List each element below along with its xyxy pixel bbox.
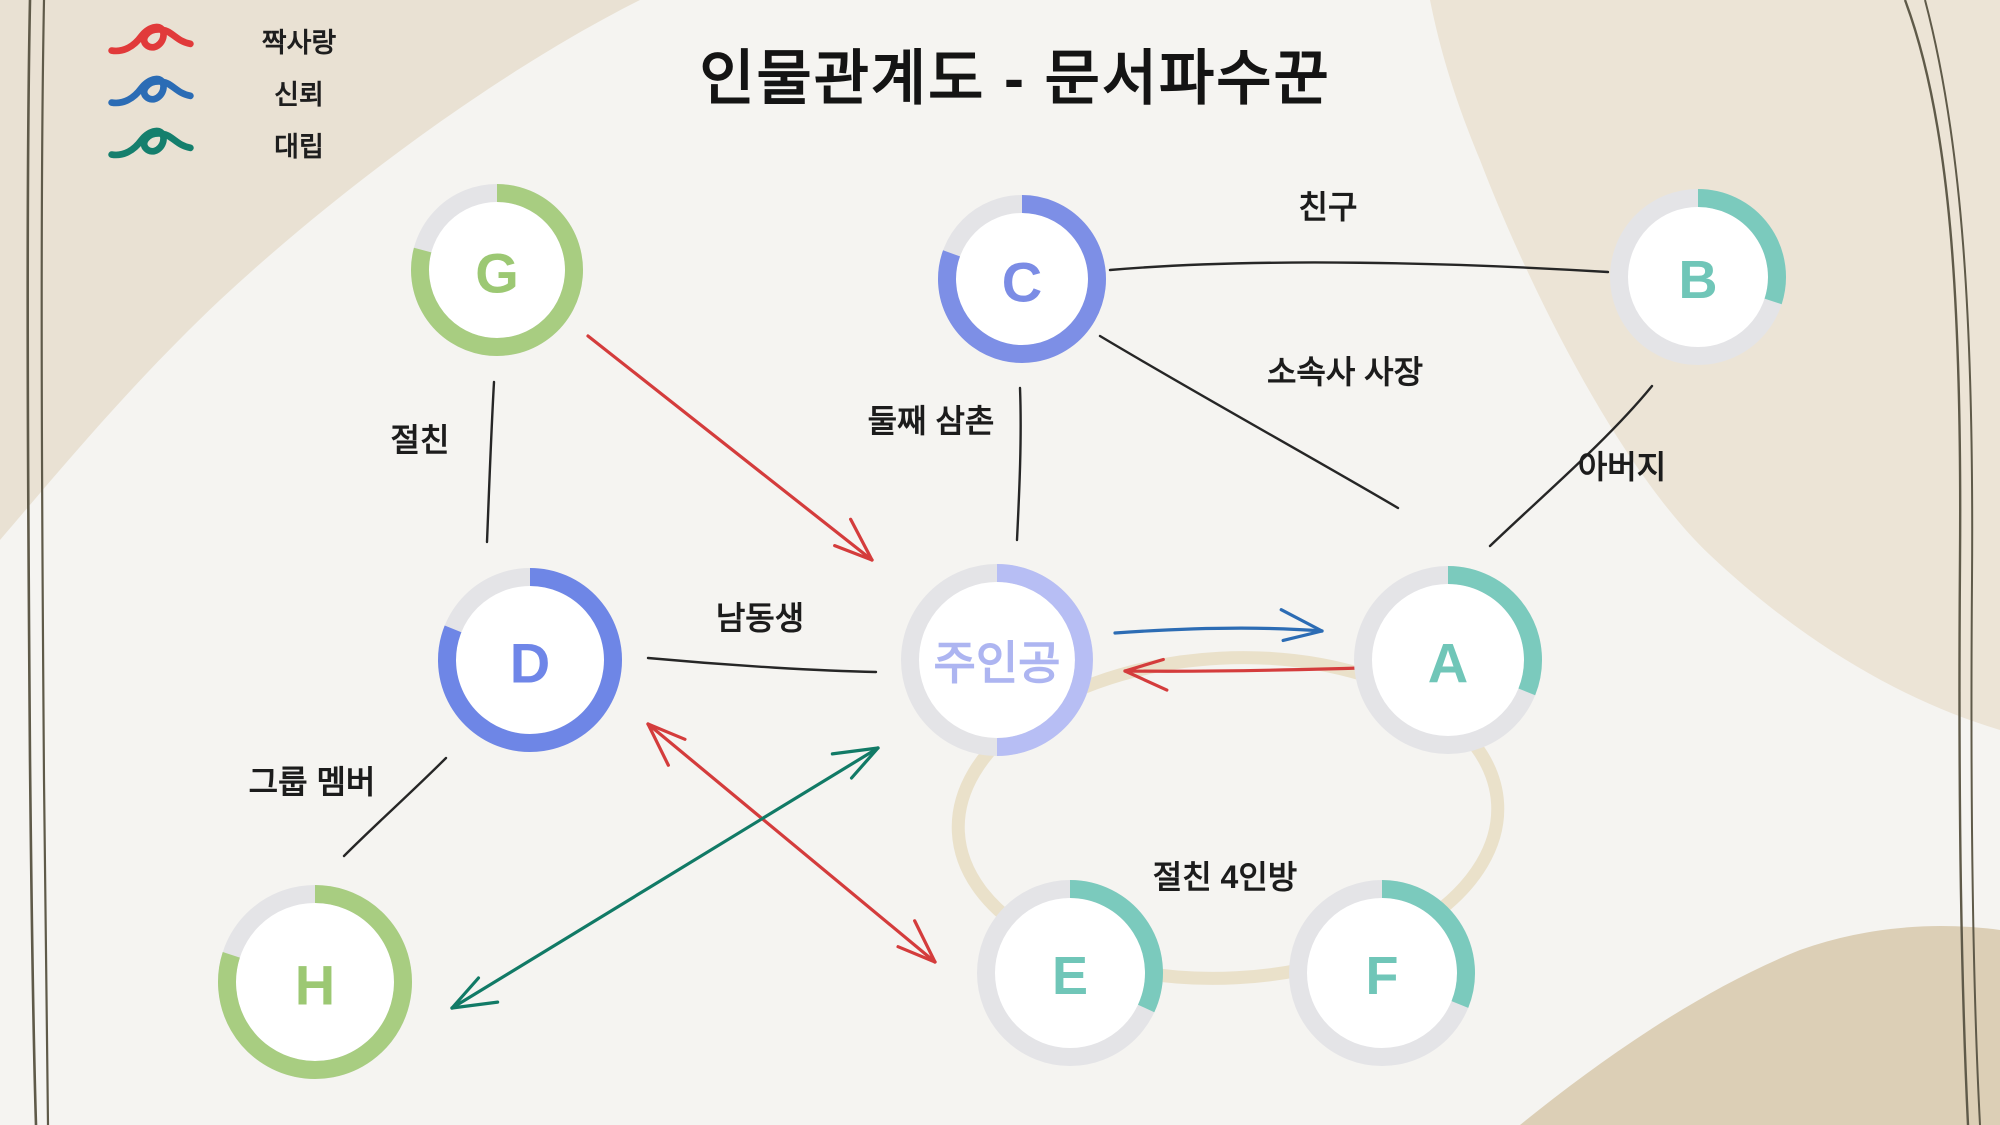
node-ring-colored: [411, 184, 583, 356]
relation-label-G-D: 절친: [391, 422, 450, 458]
squiggle-path: [108, 23, 194, 55]
node-fill: [440, 570, 620, 750]
arrow-G-hero: [586, 334, 874, 562]
background-blob-bottom-right: [1520, 926, 2000, 1125]
node-ring-colored: [996, 564, 1093, 756]
node-label-H: H: [295, 954, 335, 1017]
arrowhead: [1281, 629, 1324, 643]
arrowhead: [1123, 657, 1165, 673]
node-ring-colored: [1069, 880, 1163, 1013]
arrow-D-E: [646, 722, 937, 964]
frame-line-left-outer: [26, 0, 38, 1125]
node-fill: [979, 882, 1161, 1064]
node-fill: [220, 887, 410, 1077]
arrowhead: [896, 945, 937, 964]
relation-line-B-A: [1488, 384, 1654, 548]
node-fill: [1291, 882, 1473, 1064]
rivalry-squiggle-icon: [108, 127, 194, 159]
friend-group-label: 절친 4인방: [1153, 859, 1297, 895]
node-label-hero: 주인공: [934, 637, 1061, 689]
relation-label-D-hero: 남동생: [716, 600, 804, 636]
trust-squiggle-icon: [108, 75, 194, 107]
node-D: D: [438, 568, 622, 752]
arrow-hero-A: [1113, 626, 1324, 635]
one-sided-love-squiggle-icon: [108, 23, 194, 55]
node-C: C: [938, 195, 1106, 363]
arrowhead: [1279, 608, 1324, 633]
node-F: F: [1289, 880, 1475, 1066]
node-ring-colored: [938, 195, 1106, 363]
page-title: 인물관계도 - 문서파수꾼: [699, 45, 1331, 112]
arrowhead: [913, 919, 937, 964]
node-label-G: G: [475, 242, 519, 305]
node-ring-colored: [1381, 880, 1475, 1008]
node-label-F: F: [1366, 946, 1399, 1006]
node-ring-colored: [1697, 189, 1786, 305]
node-E: E: [977, 880, 1163, 1066]
node-label-C: C: [1002, 251, 1042, 314]
node-label-D: D: [510, 632, 550, 695]
arrowhead: [450, 976, 481, 1010]
node-A: A: [1354, 566, 1542, 754]
relation-line-C-A: [1098, 334, 1400, 510]
frame-line-left-inner: [40, 0, 50, 1125]
node-G: G: [411, 184, 583, 356]
node-fill: [940, 197, 1104, 361]
arrowhead: [646, 722, 670, 767]
relation-label-C-A: 소속사 사장: [1267, 354, 1423, 390]
node-fill: [1356, 568, 1540, 752]
arrow-H-hero: [450, 746, 880, 1010]
node-label-E: E: [1052, 946, 1088, 1006]
relation-label-C-hero: 둘째 삼촌: [868, 403, 995, 439]
relation-line-C-hero: [1015, 386, 1022, 542]
node-label-A: A: [1428, 632, 1468, 695]
node-fill: [1612, 191, 1784, 363]
relation-line-C-B: [1108, 261, 1610, 274]
legend: 짝사랑 신뢰 대립: [105, 14, 359, 170]
frame-line-right-inner: [1924, 0, 1981, 1125]
relation-label-D-H: 그룹 멤버: [249, 764, 376, 800]
node-ring-colored: [1447, 566, 1542, 696]
arrowhead: [849, 517, 874, 562]
relation-line-G-D: [485, 380, 496, 544]
legend-item-one-sided-love: 짝사랑: [105, 14, 359, 66]
arrowhead: [450, 1000, 500, 1010]
legend-label-one-sided-love: 짝사랑: [261, 27, 337, 58]
node-ring-colored: [218, 885, 412, 1079]
node-fill: [903, 566, 1091, 754]
legend-item-rivalry: 대립: [105, 118, 359, 170]
relation-label-C-B: 친구: [1299, 189, 1358, 225]
legend-label-trust: 신뢰: [274, 79, 324, 110]
legend-item-trust: 신뢰: [105, 66, 359, 118]
node-B: B: [1610, 189, 1786, 365]
arrowhead: [830, 746, 880, 756]
relation-line-D-H: [342, 756, 448, 858]
squiggle-path: [108, 127, 194, 159]
arrowhead: [833, 544, 874, 562]
background-blob-right: [1430, 0, 2000, 730]
node-ring-colored: [438, 568, 622, 752]
legend-label-rivalry: 대립: [274, 131, 324, 162]
node-H: H: [218, 885, 412, 1079]
relation-line-D-hero: [646, 656, 878, 674]
relation-label-B-A: 아버지: [1578, 449, 1666, 485]
node-fill: [413, 186, 581, 354]
squiggle-path: [108, 75, 194, 107]
arrowhead: [849, 746, 880, 780]
arrowhead: [1123, 669, 1169, 692]
arrowhead: [646, 722, 687, 741]
node-label-B: B: [1679, 250, 1718, 310]
frame-line-right-outer: [1903, 0, 1970, 1125]
friend-group-lasso: [951, 651, 1505, 985]
node-hero: 주인공: [901, 564, 1093, 756]
